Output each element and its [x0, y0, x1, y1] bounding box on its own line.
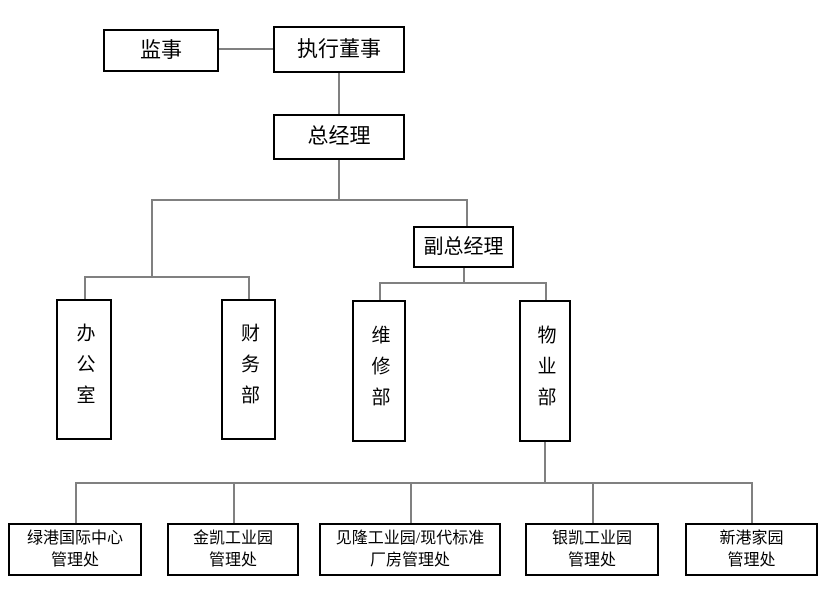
org-node-general-manager: 总经理	[273, 114, 405, 160]
connector-deputy-drop	[466, 199, 468, 226]
connector-maintenance-drop	[379, 282, 381, 300]
connector-executive-gm	[338, 73, 340, 114]
org-node-lvgang-mgmt-office: 绿港国际中心 管理处	[8, 523, 142, 576]
org-node-deputy-general-manager: 副总经理	[413, 226, 514, 268]
connector-lvgang-drop	[75, 482, 77, 523]
connector-left-branch-down	[151, 199, 153, 277]
org-node-supervisor: 监事	[103, 29, 219, 72]
connector-gm-down	[338, 160, 340, 200]
connector-admin-hbar	[84, 276, 249, 278]
connector-level2-hbar	[151, 199, 467, 201]
connector-property-drop	[545, 282, 547, 300]
connector-jianlong-drop	[410, 482, 412, 523]
org-node-office: 办公室	[56, 299, 112, 440]
org-node-executive-director: 执行董事	[273, 26, 405, 73]
org-node-finance-dept: 财务部	[221, 299, 276, 440]
connector-xingang-drop	[751, 482, 753, 523]
connector-finance-drop	[248, 276, 250, 300]
org-node-xingang-mgmt-office: 新港家园 管理处	[685, 523, 818, 576]
connector-supervisor-executive	[219, 48, 273, 50]
connector-jinkai-drop	[233, 482, 235, 523]
org-node-jinkai-mgmt-office: 金凯工业园 管理处	[167, 523, 299, 576]
connector-yinkai-drop	[592, 482, 594, 523]
org-node-yinkai-mgmt-office: 银凯工业园 管理处	[525, 523, 659, 576]
connector-sites-hbar	[75, 482, 752, 484]
org-node-maintenance-dept: 维修部	[352, 300, 406, 442]
org-node-jianlong-mgmt-office: 见隆工业园/现代标准 厂房管理处	[319, 523, 501, 576]
connector-deputy-hbar	[379, 282, 546, 284]
org-node-property-dept: 物业部	[519, 300, 571, 442]
connector-deputy-down	[463, 268, 465, 283]
connector-property-down	[544, 442, 546, 483]
connector-office-drop	[84, 276, 86, 300]
